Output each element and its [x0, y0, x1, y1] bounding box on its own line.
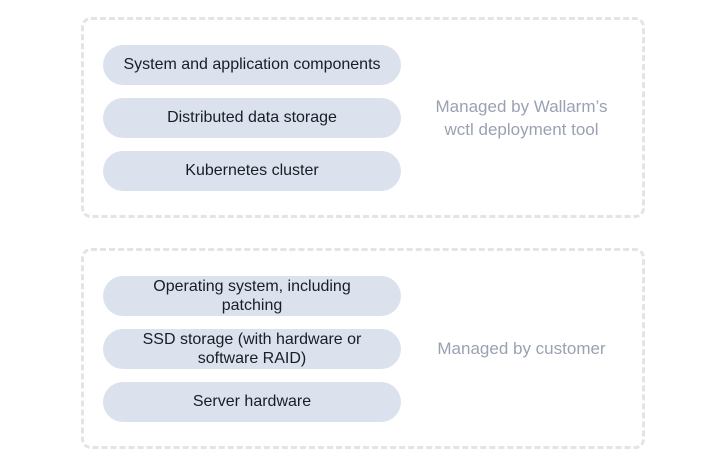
customer-managed-label: Managed by customer — [401, 337, 642, 360]
customer-managed-group: Operating system, including patching SSD… — [81, 248, 645, 449]
wallarm-managed-label: Managed by Wallarm’s wctl deployment too… — [401, 95, 642, 141]
pill-server-hardware: Server hardware — [103, 381, 401, 422]
customer-pill-stack: Operating system, including patching SSD… — [103, 275, 401, 422]
label-line: wctl deployment tool — [444, 119, 599, 139]
label-line: Managed by customer — [437, 339, 606, 358]
pill-ssd-storage-raid: SSD storage (with hardware or software R… — [103, 328, 401, 369]
pill-label: Server hardware — [192, 393, 312, 410]
pill-label: SSD storage (with hardware or — [142, 330, 362, 348]
wallarm-managed-group: System and application components Distri… — [81, 17, 645, 218]
pill-kubernetes-cluster: Kubernetes cluster — [103, 150, 401, 191]
pill-label: patching — [221, 296, 283, 314]
pill-operating-system-including-patching: Operating system, including patching — [103, 275, 401, 316]
label-line: Managed by Wallarm’s — [435, 96, 608, 116]
pill-distributed-data-storage: Distributed data storage — [103, 97, 401, 138]
pill-label: Kubernetes cluster — [185, 162, 319, 179]
pill-system-and-application-components: System and application components — [103, 44, 401, 85]
pill-label: Operating system, including — [153, 277, 351, 295]
pill-label: software RAID) — [197, 349, 307, 367]
pill-label: System and application components — [123, 56, 381, 73]
wallarm-pill-stack: System and application components Distri… — [103, 44, 401, 191]
pill-label: Distributed data storage — [167, 109, 337, 126]
